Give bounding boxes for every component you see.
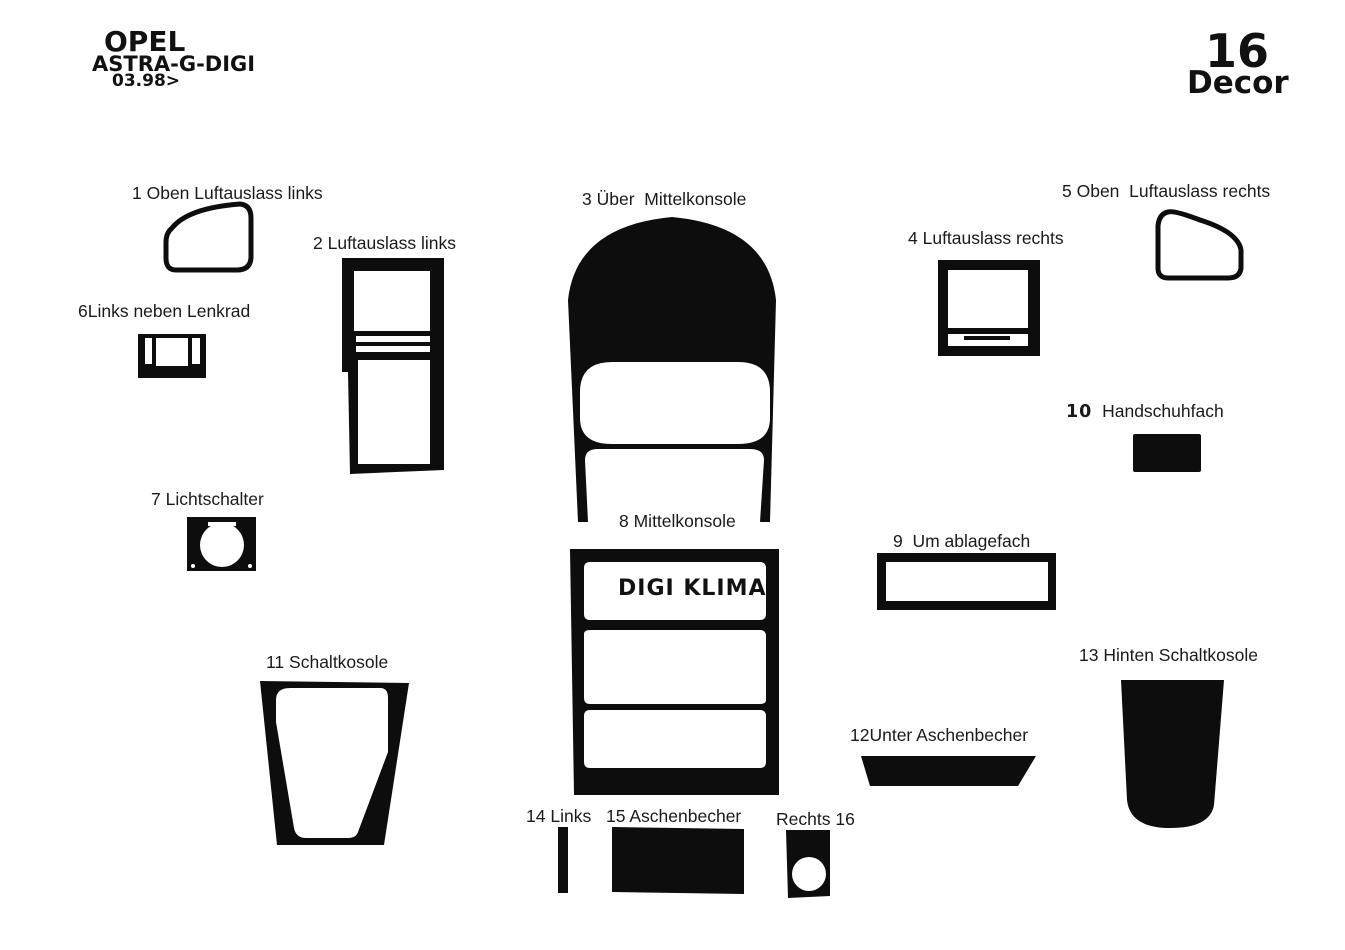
part-2-label: 2 Luftauslass links xyxy=(313,233,457,253)
part-15-shape xyxy=(612,827,744,894)
decor-title: Decor xyxy=(1187,65,1289,101)
part-4-shape xyxy=(938,260,1040,356)
part-1-shape xyxy=(163,201,254,273)
part-10-label: 10 Handschuhfach xyxy=(1066,401,1224,422)
part-6-label: 6Links neben Lenkrad xyxy=(78,301,251,321)
part-11-shape xyxy=(260,681,409,845)
part-6-shape xyxy=(138,334,206,378)
part-2-shape xyxy=(342,258,444,474)
model-date: 03.98> xyxy=(112,71,181,91)
part-14-shape xyxy=(558,827,568,893)
part-14-label: 14 Links xyxy=(526,806,592,826)
part-8-shape xyxy=(570,549,779,795)
part-13-label: 13 Hinten Schaltkosole xyxy=(1079,645,1259,665)
part-12-shape xyxy=(861,756,1036,786)
brand-name: OPEL xyxy=(104,25,186,58)
part-12-label: 12Unter Aschenbecher xyxy=(850,725,1029,745)
part-9-shape xyxy=(877,553,1056,610)
part-8-label: 8 Mittelkonsole xyxy=(619,511,736,531)
part-5-shape xyxy=(1155,209,1244,281)
part-15-label: 15 Aschenbecher xyxy=(606,806,742,826)
piece-count: 16 xyxy=(1205,24,1270,78)
part-4-label: 4 Luftauslass rechts xyxy=(908,228,1064,248)
part-16-shape xyxy=(786,830,830,898)
part-3-shape xyxy=(568,217,776,522)
part-16-label: Rechts 16 xyxy=(776,809,855,829)
part-9-label: 9 Um ablagefach xyxy=(893,531,1031,551)
digi-klima-text: DIGI KLIMA xyxy=(618,576,767,601)
part-10-shape xyxy=(1133,434,1201,472)
part-1-label: 1 Oben Luftauslass links xyxy=(132,183,323,203)
model-name: ASTRA-G-DIGI xyxy=(92,52,256,76)
part-3-label: 3 Über Mittelkonsole xyxy=(582,189,747,209)
part-7-shape xyxy=(187,517,256,571)
part-7-label: 7 Lichtschalter xyxy=(151,489,264,509)
part-11-label: 11 Schaltkosole xyxy=(266,652,389,672)
part-5-label: 5 Oben Luftauslass rechts xyxy=(1062,181,1271,201)
part-13-shape xyxy=(1121,680,1224,828)
